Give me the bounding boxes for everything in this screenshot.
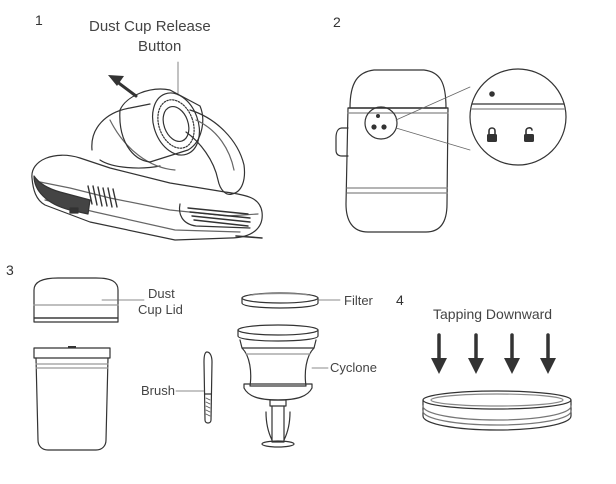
step-2-number: 2 xyxy=(333,14,341,30)
downward-arrows xyxy=(431,333,556,374)
step-1-number: 1 xyxy=(35,12,43,28)
step-4-number: 4 xyxy=(396,292,404,308)
filter-drawing xyxy=(241,292,341,309)
filter-ring xyxy=(422,390,572,431)
tapping-downward-label: Tapping Downward xyxy=(433,306,553,322)
indicator-dot xyxy=(489,91,495,97)
locked-icon xyxy=(487,127,497,142)
brush-drawing xyxy=(175,351,213,424)
cyclone-drawing xyxy=(237,324,329,448)
release-direction-arrow-head xyxy=(108,75,124,86)
dust-cup-container-drawing xyxy=(33,346,111,451)
release-direction-arrow-shaft xyxy=(114,79,138,98)
unlocked-icon xyxy=(524,127,534,142)
dust-cup-lid-drawing xyxy=(33,277,145,323)
filter-label: Filter xyxy=(344,293,373,308)
step-3-number: 3 xyxy=(6,262,14,278)
lock-detail-circle xyxy=(364,106,398,140)
lock-magnified-view xyxy=(469,68,567,166)
dust-cup-release-label-line2: Button xyxy=(138,38,182,55)
brush-label: Brush xyxy=(141,383,175,398)
cyclone-label: Cyclone xyxy=(330,360,377,375)
vacuum-illustration xyxy=(31,61,263,241)
dust-cup-release-label-line1: Dust Cup Release xyxy=(89,18,211,35)
dust-cup-unlock-illustration xyxy=(335,68,567,233)
tapping-illustration xyxy=(422,333,572,431)
vacuum-base xyxy=(31,154,263,241)
dust-cup-lid-label-line1: Dust xyxy=(148,286,175,301)
disassembly-illustration xyxy=(33,277,341,451)
dust-cup-lid-label-line2: Cup Lid xyxy=(138,302,183,317)
